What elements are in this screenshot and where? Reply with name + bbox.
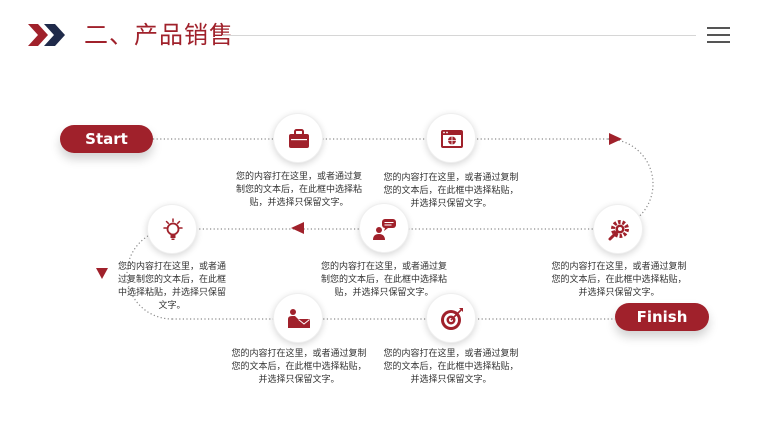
- step-text-7: 您的内容打在这里，或者通过复制 您的文本后，在此框中选择粘贴， 并选择只保留文字…: [383, 349, 519, 385]
- target-icon: [441, 308, 463, 330]
- double-chevron-logo-icon: [28, 24, 65, 46]
- briefcase-icon: [289, 129, 309, 148]
- step-text-5: 您的内容打在这里，或者通 过复制您的文本后，在此框 中选择粘贴，并选择只保留 文…: [117, 262, 226, 311]
- step-text-4: 您的内容打在这里，或者通过复 制您的文本后，在此框中选择粘 贴，并选择只保留文字…: [320, 262, 447, 298]
- lightbulb-icon: [163, 218, 183, 240]
- hamburger-menu-icon[interactable]: [707, 27, 730, 43]
- arrow-left-icon: [291, 222, 304, 234]
- title-divider: [222, 35, 696, 36]
- gear-wrench-icon: [608, 220, 629, 241]
- finish-label: Finish: [615, 303, 709, 331]
- step-text-6: 您的内容打在这里，或者通过复制 您的文本后，在此框中选择粘贴， 并选择只保留文字…: [231, 349, 367, 385]
- web-browser-icon: [441, 130, 463, 148]
- speech-person-icon: [373, 219, 396, 240]
- person-mail-icon: [288, 309, 310, 328]
- step-node-target: [426, 293, 476, 343]
- step-node-briefcase: [273, 113, 323, 163]
- arrow-down-icon: [96, 268, 108, 279]
- step-text-3: 您的内容打在这里，或者通过复制 您的文本后，在此框中选择粘贴， 并选择只保留文字…: [551, 262, 687, 298]
- page-title: 二、产品销售: [84, 21, 234, 49]
- step-node-speech: [359, 203, 409, 253]
- step-node-web-browser: [426, 113, 476, 163]
- step-node-lightbulb: [147, 204, 197, 254]
- arrow-right-icon: [609, 133, 622, 145]
- step-node-person-mail: [273, 293, 323, 343]
- step-text-1: 您的内容打在这里，或者通过复 制您的文本后，在此框中选择粘 贴，并选择只保留文字…: [235, 172, 362, 208]
- step-node-gear: [593, 204, 643, 254]
- start-label: Start: [60, 125, 153, 153]
- step-text-2: 您的内容打在这里，或者通过复制 您的文本后，在此框中选择粘贴， 并选择只保留文字…: [383, 173, 519, 209]
